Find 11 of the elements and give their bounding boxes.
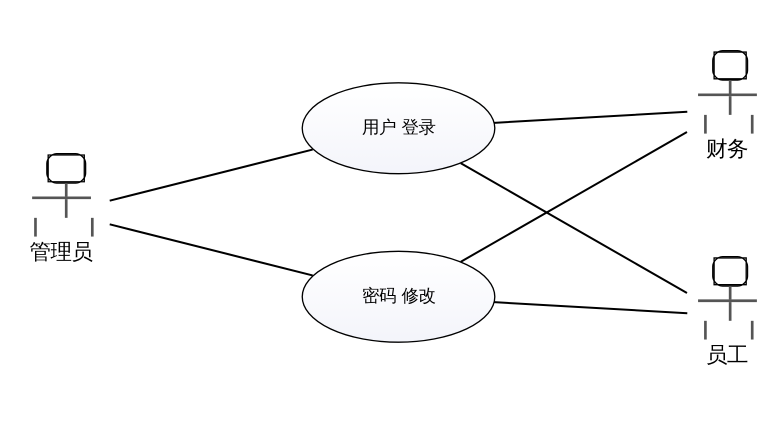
connector [494, 110, 688, 124]
connector [460, 131, 688, 263]
node-label: 财务 [706, 137, 748, 162]
node-label: 管理员 [29, 240, 92, 266]
connector [494, 301, 688, 314]
node-label: 员工 [706, 343, 748, 368]
connector [109, 223, 313, 276]
connector [109, 148, 313, 202]
node-ellipse: 用户 登录 [302, 82, 496, 174]
connector [460, 162, 688, 294]
node-ellipse: 密码 修改 [302, 250, 496, 343]
